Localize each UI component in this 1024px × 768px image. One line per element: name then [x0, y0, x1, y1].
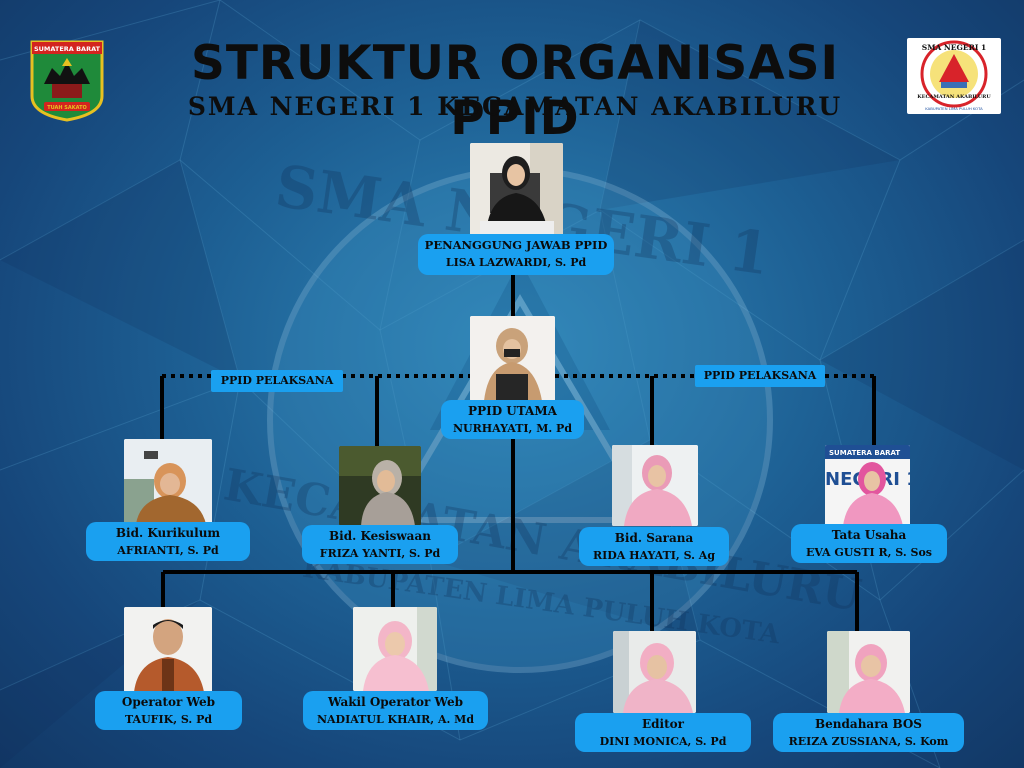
page-subtitle: SMA NEGERI 1 KECAMATAN AKABILURU — [187, 92, 843, 121]
photo-sarana — [612, 445, 698, 526]
node-name: FRIZA YANTI, S. Pd — [319, 547, 441, 560]
node-role: Bid. Kurikulum — [115, 526, 221, 540]
page-title: STRUKTUR ORGANISASI PPID — [191, 36, 839, 146]
photo-penanggung-jawab — [470, 143, 563, 235]
node-name: EVA GUSTI R, S. Sos — [805, 546, 932, 559]
node-role: PENANGGUNG JAWAB PPID — [424, 238, 608, 252]
svg-text:SMA NEGERI 1: SMA NEGERI 1 — [922, 43, 986, 52]
node-operator-web: Operator Web TAUFIK, S. Pd — [95, 691, 242, 730]
svg-text:SUMATERA BARAT: SUMATERA BARAT — [829, 449, 900, 457]
node-role: Wakil Operator Web — [328, 695, 463, 709]
node-role: Tata Usaha — [831, 528, 907, 542]
node-kurikulum: Bid. Kurikulum AFRIANTI, S. Pd — [86, 522, 250, 561]
node-name: AFRIANTI, S. Pd — [117, 544, 219, 557]
node-name: DINI MONICA, S. Pd — [599, 735, 727, 748]
sumatera-barat-logo: SUMATERA BARAT TUAH SAKATO — [30, 40, 104, 122]
photo-editor — [613, 631, 696, 713]
node-name: NURHAYATI, M. Pd — [452, 422, 573, 435]
node-name: RIDA HAYATI, S. Ag — [592, 549, 716, 562]
photo-tata-usaha: SUMATERA BARAT NEGERI 1 — [825, 445, 910, 526]
node-role: Bendahara BOS — [815, 717, 922, 731]
node-ppid-utama: PPID UTAMA NURHAYATI, M. Pd — [441, 400, 584, 439]
svg-text:SUMATERA BARAT: SUMATERA BARAT — [34, 45, 101, 53]
svg-text:TUAH SAKATO: TUAH SAKATO — [47, 105, 87, 111]
photo-wakil-operator — [353, 607, 437, 691]
node-editor: Editor DINI MONICA, S. Pd — [575, 713, 751, 752]
node-wakil-operator-web: Wakil Operator Web NADIATUL KHAIR, A. Md — [303, 691, 488, 730]
photo-ppid-utama — [470, 316, 555, 401]
node-role: Bid. Kesiswaan — [329, 529, 431, 543]
node-tata-usaha: Tata Usaha EVA GUSTI R, S. Sos — [791, 524, 947, 563]
node-role: Editor — [642, 717, 684, 731]
node-kesiswaan: Bid. Kesiswaan FRIZA YANTI, S. Pd — [302, 525, 458, 564]
svg-text:KABUPATEN LIMA PULUH KOTA: KABUPATEN LIMA PULUH KOTA — [925, 106, 983, 111]
node-sarana: Bid. Sarana RIDA HAYATI, S. Ag — [579, 527, 729, 566]
svg-text:KECAMATAN AKABILURU: KECAMATAN AKABILURU — [917, 94, 991, 100]
node-name: REIZA ZUSSIANA, S. Kom — [788, 735, 949, 748]
ppid-pelaksana-tag-right: PPID PELAKSANA — [695, 365, 825, 387]
photo-kesiswaan — [339, 446, 421, 526]
node-role: PPID UTAMA — [468, 404, 557, 418]
photo-kurikulum — [124, 439, 212, 524]
node-name: NADIATUL KHAIR, A. Md — [316, 713, 475, 726]
node-role: Bid. Sarana — [614, 531, 694, 545]
node-role: Operator Web — [121, 695, 216, 709]
node-bendahara-bos: Bendahara BOS REIZA ZUSSIANA, S. Kom — [773, 713, 964, 752]
node-name: LISA LAZWARDI, S. Pd — [445, 256, 587, 269]
photo-operator-web — [124, 607, 212, 692]
school-logo: SMA NEGERI 1 KECAMATAN AKABILURU KABUPAT… — [907, 38, 1001, 114]
node-penanggung-jawab: PENANGGUNG JAWAB PPID LISA LAZWARDI, S. … — [418, 234, 614, 275]
ppid-pelaksana-tag-left: PPID PELAKSANA — [211, 370, 343, 392]
photo-bendahara — [827, 631, 910, 713]
node-name: TAUFIK, S. Pd — [124, 713, 213, 726]
